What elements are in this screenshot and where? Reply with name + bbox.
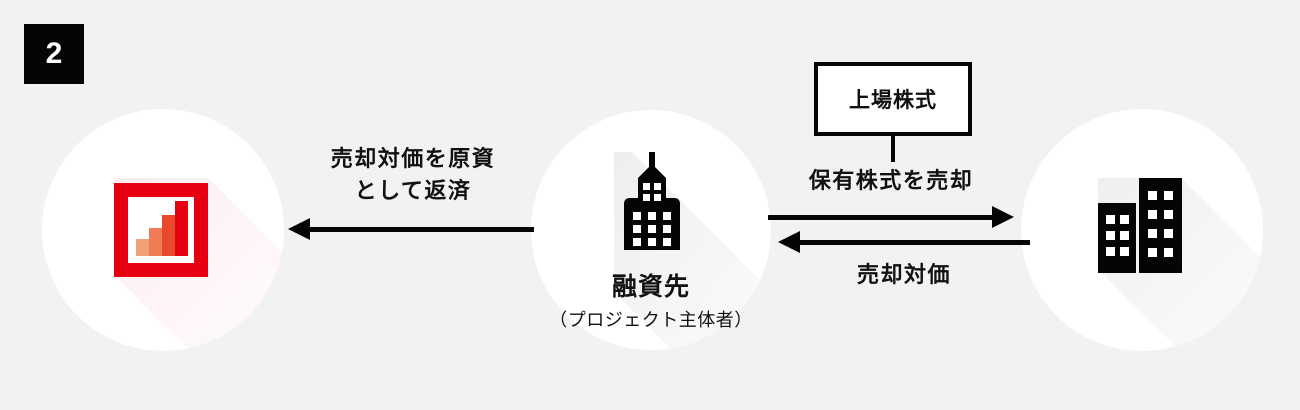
edge-label-sell-shares: 保有株式を売却 [808,168,974,193]
node-caption-middle: 融資先 （プロジェクト主体者） [451,272,851,332]
step-number-badge: 2 [24,24,84,84]
box-connector-line [891,136,895,162]
node-caption-middle-sub: （プロジェクト主体者） [549,310,753,331]
edge-label-sale-proceeds: 売却対価 [856,262,951,287]
arrow-shaft [794,240,1030,245]
arrow-head-left [288,218,310,240]
chart-bar-2 [149,228,162,256]
arrow-sale-proceeds-left [778,231,1030,253]
chart-bars [136,200,190,256]
chart-bar-3 [162,215,175,256]
listed-stock-box: 上場株式 [814,62,972,136]
two-office-buildings-icon [1098,178,1182,273]
arrow-shaft [768,215,998,220]
office-tower-icon [624,152,680,250]
bar-chart-in-frame-icon [114,183,208,277]
arrow-head-left [778,231,800,253]
chart-bar-4 [175,201,188,256]
arrow-head-right [992,206,1014,228]
arrow-sell-shares-right [768,206,1014,228]
edge-label-repay: 売却対価を原資 として返済 [330,146,496,203]
arrow-shaft [304,227,534,232]
chart-bar-1 [136,239,149,256]
arrow-repay-left [288,218,534,240]
node-caption-middle-main: 融資先 [611,273,690,301]
